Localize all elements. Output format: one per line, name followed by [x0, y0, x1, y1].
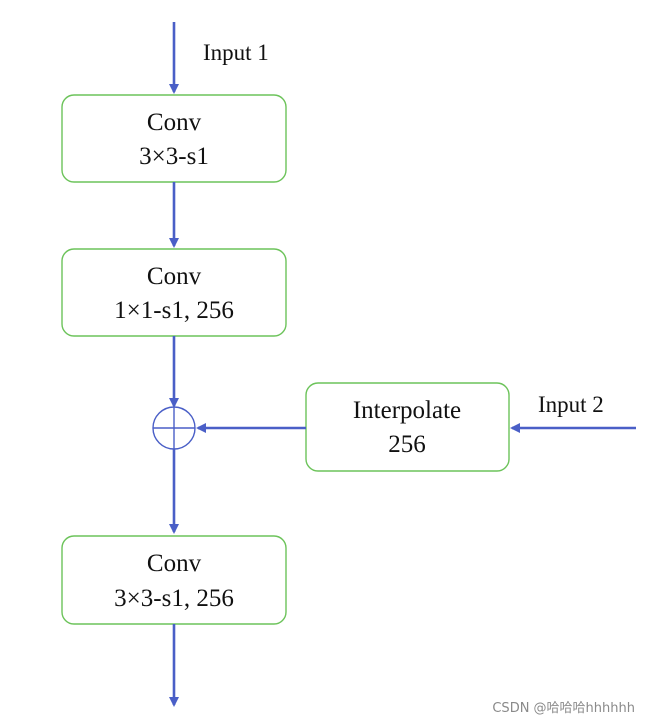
- conv3-title: Conv: [147, 550, 202, 577]
- conv-1x1-s1-256-node: Conv 1×1-s1, 256: [61, 248, 287, 337]
- conv1-title: Conv: [147, 109, 202, 136]
- interpolate-256-node: Interpolate 256: [305, 382, 510, 472]
- conv-3x3-s1-node: Conv 3×3-s1: [61, 94, 287, 183]
- conv2-title: Conv: [147, 263, 202, 290]
- conv-3x3-s1-256-node: Conv 3×3-s1, 256: [61, 535, 287, 625]
- csdn-watermark: CSDN @哈哈哈hhhhhh: [492, 701, 635, 716]
- input2-label: Input 2: [538, 392, 604, 417]
- conv3-params: 3×3-s1, 256: [114, 585, 234, 612]
- input1-label: Input 1: [203, 40, 269, 65]
- sum-icon: [152, 406, 196, 450]
- interpolate-title: Interpolate: [353, 397, 461, 424]
- conv1-params: 3×3-s1: [139, 143, 209, 170]
- interpolate-params: 256: [388, 431, 426, 458]
- conv2-params: 1×1-s1, 256: [114, 297, 234, 324]
